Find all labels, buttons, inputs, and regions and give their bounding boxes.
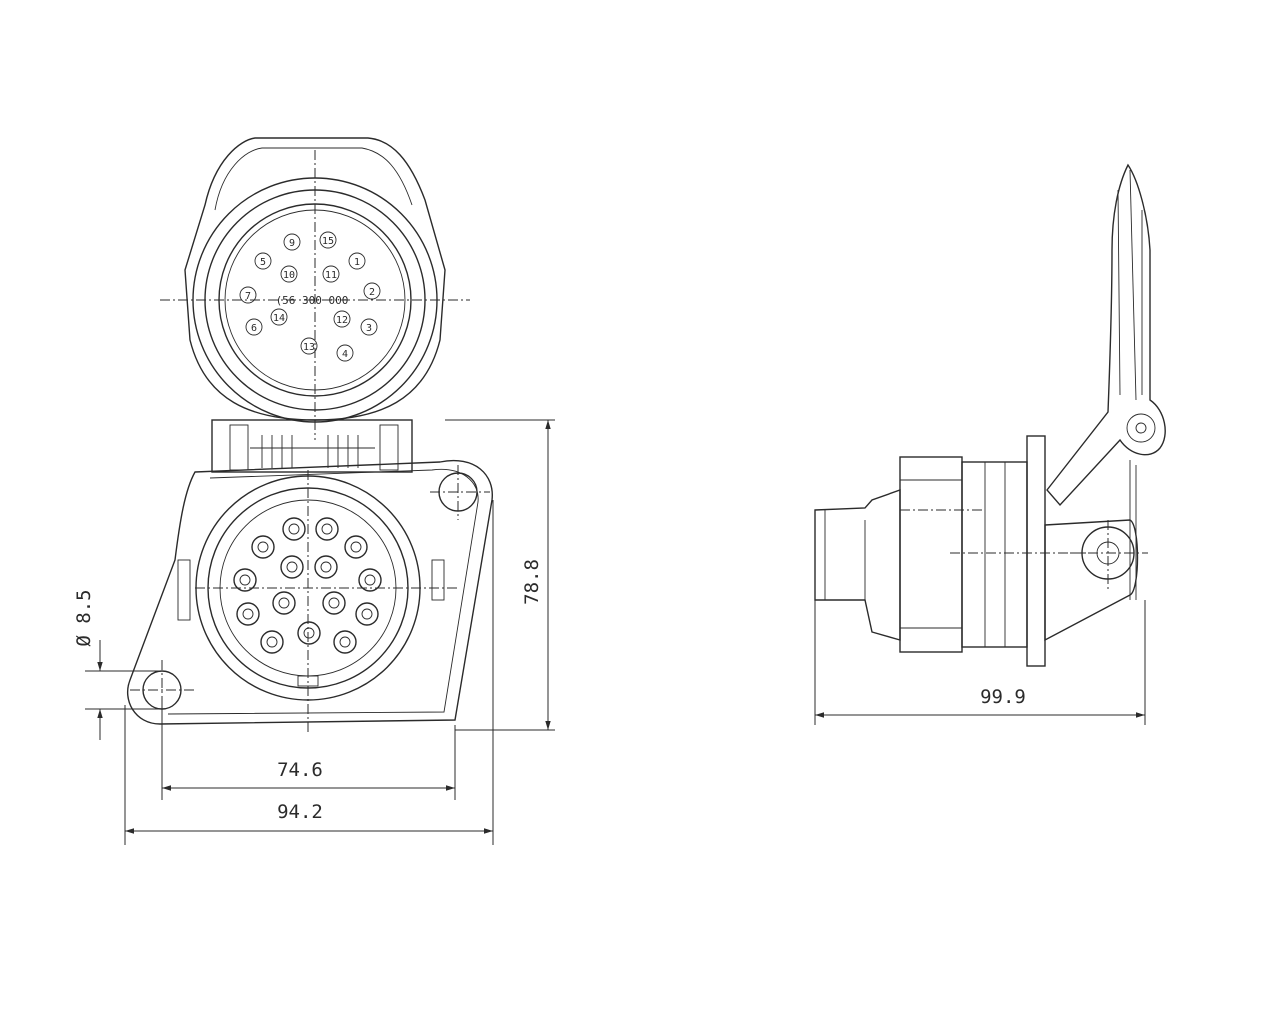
svg-text:7: 7 [245,291,251,302]
hinge [211,419,413,473]
pin-label-14: 14 [270,308,288,326]
dimension-height: 78.8 [521,559,543,605]
socket-contacts [233,517,382,654]
pin-label-1: 1 [348,252,366,270]
side-view [814,163,1166,667]
pin-label-5: 5 [254,252,272,270]
pin-label-9: 9 [283,233,301,251]
lid-pin-labels: 9 15 5 1 10 11 2 7 14 12 6 3 13 4 (56 30… [239,231,381,362]
pin-label-2: 2 [363,282,381,300]
svg-text:5: 5 [260,257,266,268]
svg-text:2: 2 [369,287,375,298]
lid-front-view [160,137,470,440]
pin-label-13: 13 [300,337,318,355]
svg-text:9: 9 [289,238,295,249]
part-number-label: (56 300 000 [276,294,349,307]
pin-label-12: 12 [333,310,351,328]
svg-text:1: 1 [354,257,360,268]
pin-label-10: 10 [280,265,298,283]
dimension-width-outer: 94.2 [277,801,323,823]
pin-label-11: 11 [322,265,340,283]
pin-label-3: 3 [360,318,378,336]
svg-text:11: 11 [325,270,337,281]
svg-text:13: 13 [303,342,315,353]
svg-text:10: 10 [283,270,295,281]
pin-label-4: 4 [336,344,354,362]
svg-text:4: 4 [342,349,348,360]
dimension-labels: 74.6 94.2 78.8 99.9 Ø 8.5 [73,559,1026,823]
svg-text:15: 15 [322,236,334,247]
svg-text:14: 14 [273,313,285,324]
dimension-width-inner: 74.6 [277,759,323,781]
pin-label-7: 7 [239,286,257,304]
pin-label-15: 15 [319,231,337,249]
svg-text:6: 6 [251,323,257,334]
svg-text:3: 3 [366,323,372,334]
dimension-depth: 99.9 [980,686,1026,708]
pin-label-6: 6 [245,318,263,336]
svg-text:12: 12 [336,315,348,326]
dimension-lines [85,419,1146,845]
dimension-hole-diameter: Ø 8.5 [73,589,95,646]
socket-body-front-view [126,459,493,735]
